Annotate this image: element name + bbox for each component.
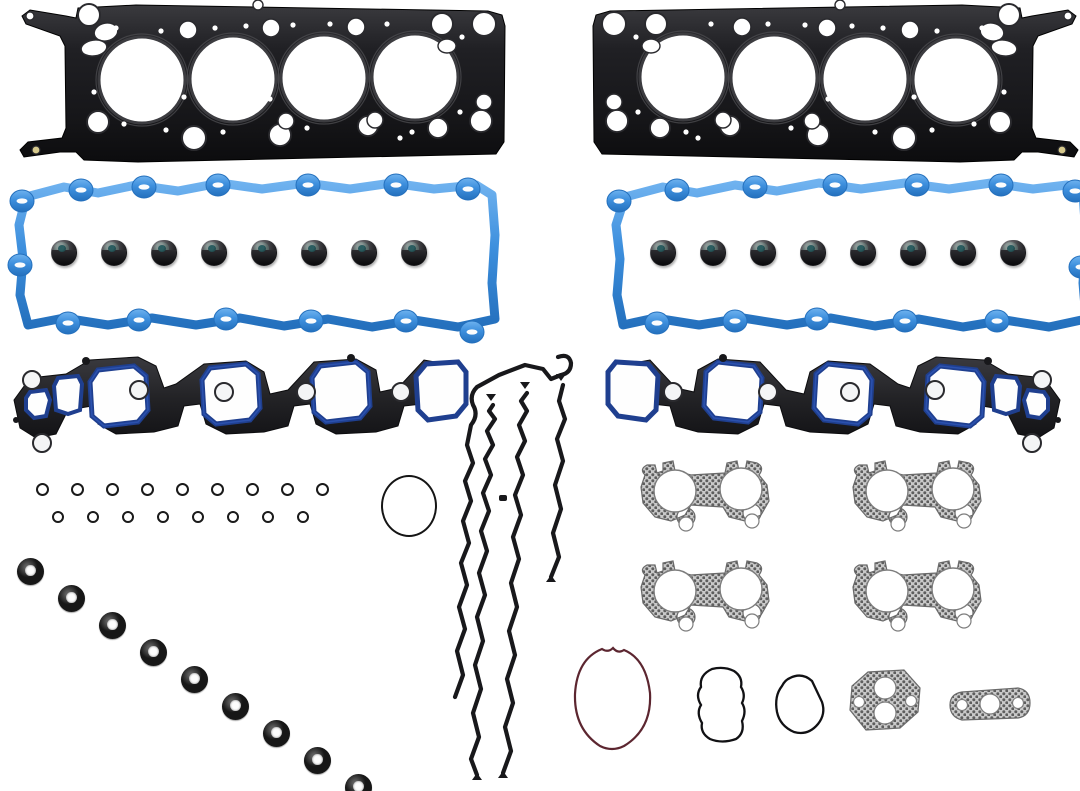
exhaust-manifold-gasket-3[interactable] <box>633 555 785 637</box>
valve-seal-cap <box>252 250 276 265</box>
exhaust-manifold-gasket-4[interactable] <box>845 555 997 637</box>
valve-stem-seal[interactable] <box>251 240 277 266</box>
valve-seal-cap <box>352 250 376 265</box>
oring-small[interactable] <box>122 511 134 523</box>
oring-small[interactable] <box>106 483 119 496</box>
oring-medium[interactable] <box>181 666 208 693</box>
oring-medium[interactable] <box>304 747 331 774</box>
oring-medium[interactable] <box>345 774 372 791</box>
oring-small[interactable] <box>176 483 189 496</box>
intake-manifold-gasket-right[interactable] <box>605 348 1068 458</box>
thermostat-gasket[interactable] <box>690 665 752 747</box>
valve-stem-seal[interactable] <box>351 240 377 266</box>
valve-seal-cap <box>152 250 176 265</box>
head-gasket-left[interactable] <box>18 0 513 167</box>
oring-small[interactable] <box>192 511 204 523</box>
valve-seal-cap <box>801 250 825 265</box>
valve-seal-cap <box>951 250 975 265</box>
valve-stem-seal[interactable] <box>151 240 177 266</box>
oring-medium[interactable] <box>263 720 290 747</box>
valve-cover-gasket-right[interactable] <box>605 173 1080 340</box>
valve-cover-gasket-left[interactable] <box>6 173 511 344</box>
valve-seal-cap <box>651 250 675 265</box>
exhaust-manifold-gasket-2[interactable] <box>845 455 997 537</box>
oring-small[interactable] <box>157 511 169 523</box>
head-gasket-right[interactable] <box>585 0 1080 167</box>
oring-small[interactable] <box>316 483 329 496</box>
valve-stem-seal[interactable] <box>101 240 127 266</box>
oring-small[interactable] <box>36 483 49 496</box>
valve-seal-cap <box>1001 250 1025 265</box>
oring-large[interactable] <box>381 475 437 537</box>
valve-stem-seal[interactable] <box>800 240 826 266</box>
egr-tube-gasket[interactable] <box>948 686 1032 722</box>
oring-medium[interactable] <box>140 639 167 666</box>
valve-seal-cap <box>901 250 925 265</box>
egr-valve-gasket[interactable] <box>848 668 922 732</box>
valve-seal-cap <box>701 250 725 265</box>
oring-small[interactable] <box>246 483 259 496</box>
valve-seal-cap <box>851 250 875 265</box>
valve-seal-cap <box>102 250 126 265</box>
valve-stem-seal[interactable] <box>401 240 427 266</box>
oring-small[interactable] <box>281 483 294 496</box>
oring-oval-maroon[interactable] <box>572 645 654 753</box>
oring-medium[interactable] <box>222 693 249 720</box>
oring-small[interactable] <box>87 511 99 523</box>
valve-stem-seal[interactable] <box>900 240 926 266</box>
valve-stem-seal[interactable] <box>51 240 77 266</box>
valve-seal-cap <box>402 250 426 265</box>
oring-set[interactable] <box>0 0 372 791</box>
oring-small[interactable] <box>297 511 309 523</box>
timing-cover-seals[interactable] <box>452 345 590 785</box>
valve-stem-seal[interactable] <box>850 240 876 266</box>
valve-seal-cap <box>302 250 326 265</box>
exhaust-manifold-gasket-1[interactable] <box>633 455 785 537</box>
valve-stem-seal[interactable] <box>700 240 726 266</box>
valve-stem-seal[interactable] <box>750 240 776 266</box>
oring-small[interactable] <box>211 483 224 496</box>
valve-stem-seal[interactable] <box>950 240 976 266</box>
valve-stem-seal[interactable] <box>201 240 227 266</box>
valve-seal-cap <box>202 250 226 265</box>
intake-manifold-gasket-left[interactable] <box>6 348 469 458</box>
oring-small[interactable] <box>71 483 84 496</box>
oring-small[interactable] <box>262 511 274 523</box>
water-outlet-gasket[interactable] <box>770 672 828 742</box>
valve-stem-seal[interactable] <box>301 240 327 266</box>
oring-medium[interactable] <box>99 612 126 639</box>
oring-small[interactable] <box>227 511 239 523</box>
valve-stem-seal[interactable] <box>650 240 676 266</box>
valve-seal-cap <box>52 250 76 265</box>
oring-small[interactable] <box>141 483 154 496</box>
oring-small[interactable] <box>52 511 64 523</box>
oring-medium[interactable] <box>17 558 44 585</box>
valve-stem-seal[interactable] <box>1000 240 1026 266</box>
oring-medium[interactable] <box>58 585 85 612</box>
valve-seal-cap <box>751 250 775 265</box>
